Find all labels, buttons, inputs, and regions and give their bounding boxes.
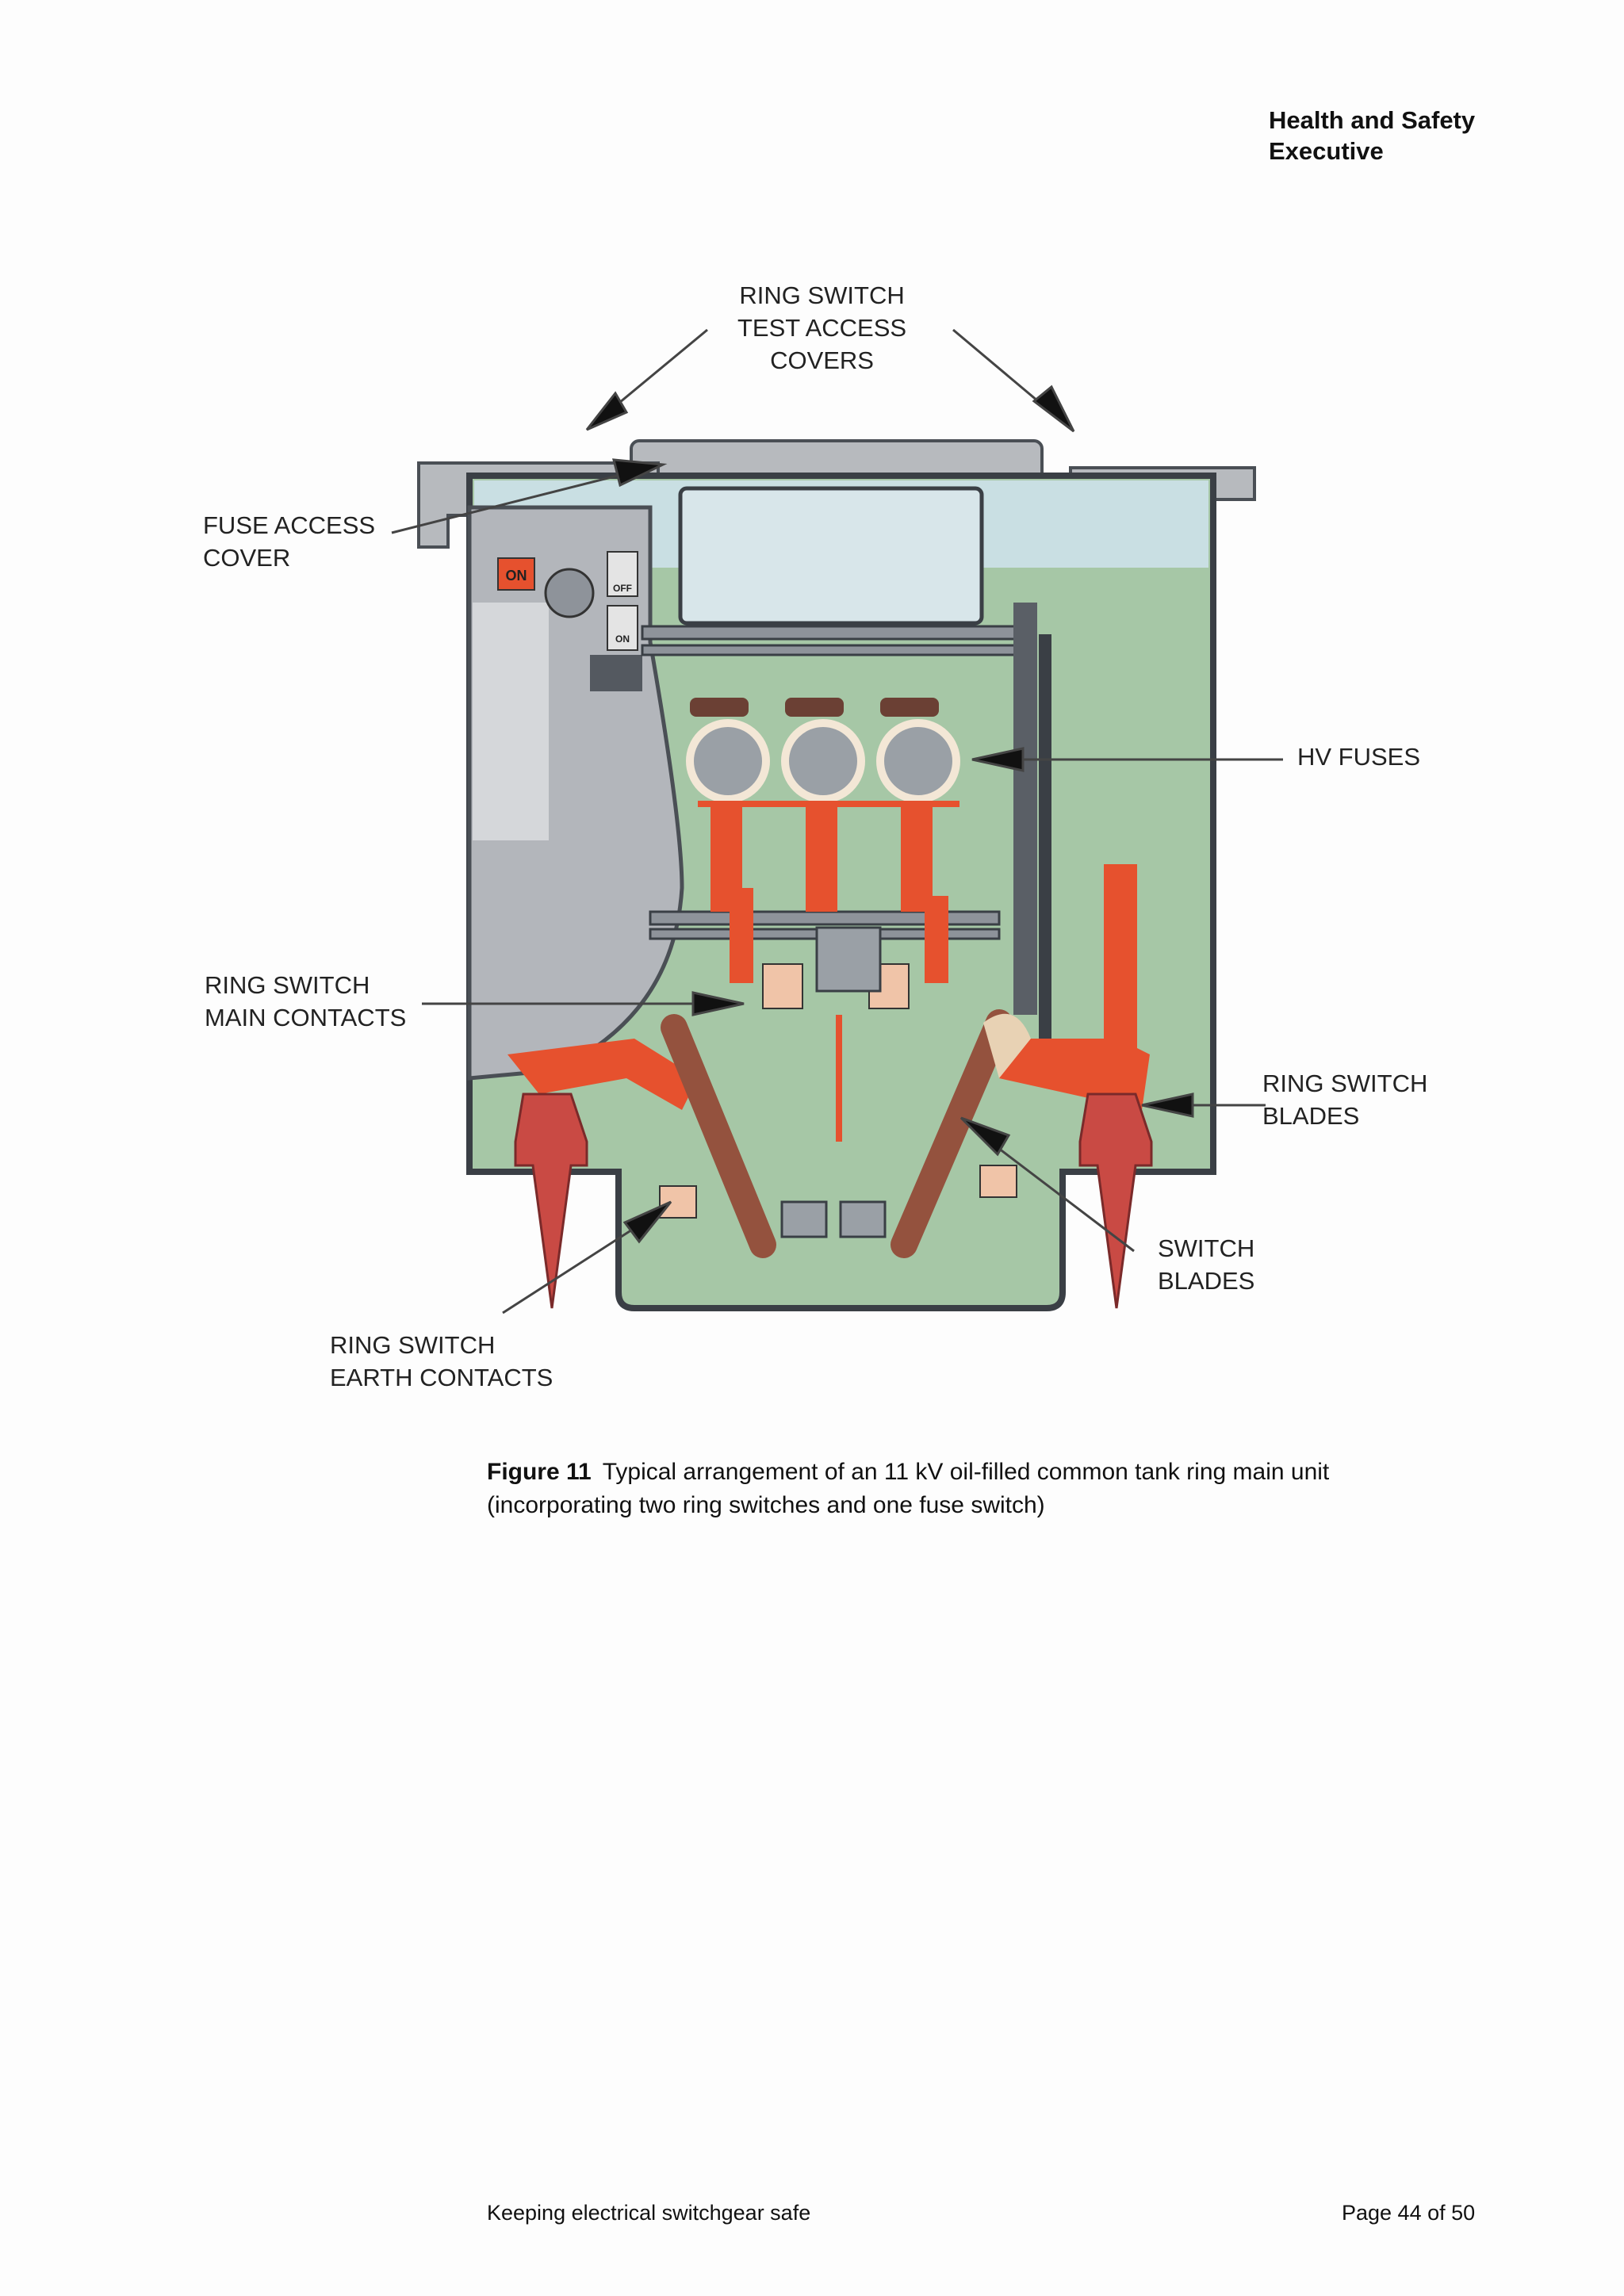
operating-handle	[544, 568, 595, 618]
org-line-2: Executive	[1269, 137, 1384, 165]
earth-contacts-label: RING SWITCH EARTH CONTACTS	[330, 1331, 553, 1391]
left-blade-pivot	[780, 1200, 828, 1238]
leader-lines	[391, 328, 1283, 1314]
centre-block	[815, 926, 882, 993]
upper-shaft	[641, 625, 1017, 641]
upper-shaft-2	[641, 644, 1017, 656]
centre-stem	[836, 1015, 842, 1142]
on-position-label: ON	[615, 633, 630, 645]
left-ring-switch-conductor	[508, 1039, 698, 1110]
left-switch-blade	[661, 1014, 776, 1258]
hv-fuse	[781, 698, 865, 912]
figure-number: Figure 11	[487, 1459, 592, 1485]
hv-fuse	[686, 698, 770, 912]
test-access-covers-label: RING SWITCH TEST ACCESS COVERS	[737, 281, 907, 374]
footer-document-title: Keeping electrical switchgear safe	[487, 2201, 811, 2225]
on-indicator	[497, 557, 535, 591]
caption-line-2: (incorporating two ring switches and one…	[487, 1492, 1045, 1518]
off-indicator	[607, 551, 638, 597]
footer-page-number: Page 44 of 50	[1342, 2201, 1476, 2225]
main-contacts-label: RING SWITCH MAIN CONTACTS	[205, 971, 407, 1031]
on-indicator-label: ON	[506, 568, 527, 584]
right-ring-switch-conductor	[999, 1039, 1150, 1110]
figure-caption: Figure 11 Typical arrangement of an 11 kV…	[487, 1456, 1478, 1522]
right-blade-riser	[1104, 864, 1137, 1054]
right-link-rod	[1039, 634, 1051, 1039]
organization-name: Health and Safety Executive	[1269, 105, 1475, 166]
hv-fuses-label: HV FUSES	[1297, 743, 1421, 771]
contact-stem-left	[730, 888, 753, 983]
org-line-1: Health and Safety	[1269, 106, 1476, 134]
hv-fuse	[876, 698, 960, 912]
tank-inner-cover	[678, 486, 984, 626]
left-cable-bushing	[514, 1093, 588, 1309]
right-mechanism-post	[1013, 603, 1037, 1015]
main-contact-left	[762, 963, 803, 1009]
fuse-busbar	[698, 801, 959, 807]
right-earth-contact	[979, 1165, 1017, 1198]
switch-blades-label: SWITCH BLADES	[1158, 1234, 1255, 1295]
right-blade-contact	[983, 1013, 1031, 1078]
fuse-access-cover-label: FUSE ACCESS COVER	[203, 511, 376, 572]
right-switch-blade	[891, 1009, 1013, 1258]
housing-panel	[473, 603, 549, 840]
ring-main-unit-diagram: ON OFF ON	[391, 328, 1283, 1314]
right-cable-bushing	[1078, 1093, 1153, 1309]
on-position-indicator	[607, 605, 638, 651]
caption-line-1: Typical arrangement of an 11 kV oil-fill…	[602, 1459, 1330, 1485]
left-earth-contact	[659, 1185, 697, 1219]
ring-switch-blades-label: RING SWITCH BLADES	[1262, 1070, 1428, 1130]
contact-stem-right	[925, 896, 948, 983]
mechanism-block	[590, 655, 642, 691]
hv-fuses	[686, 698, 960, 912]
off-indicator-label: OFF	[613, 583, 632, 594]
right-blade-pivot	[839, 1200, 887, 1238]
